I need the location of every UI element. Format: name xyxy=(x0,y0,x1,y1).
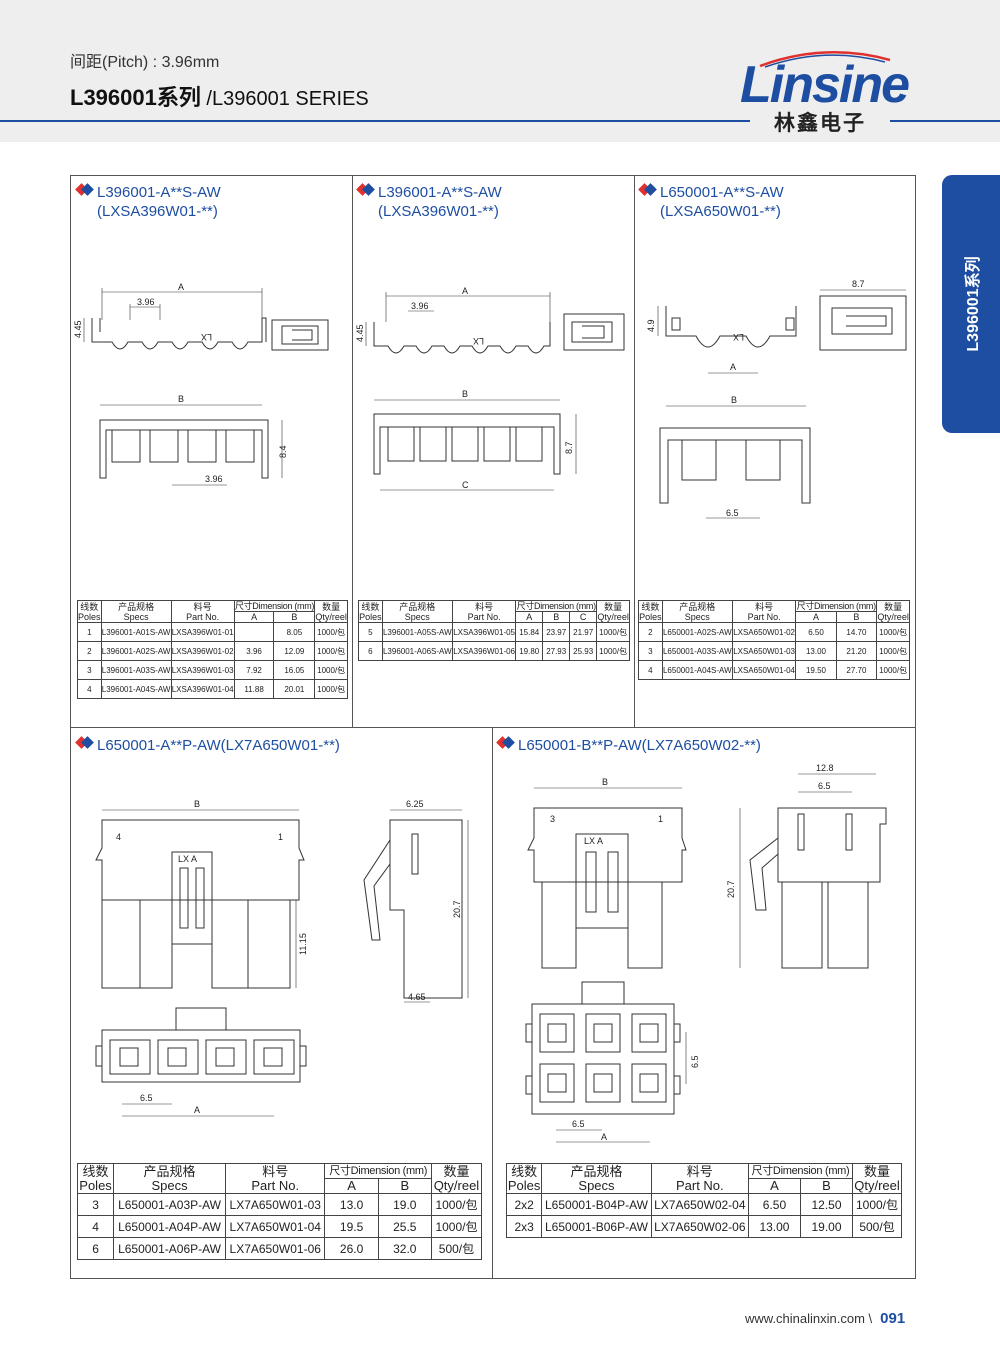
panel2-subtitle: (LXSA396W01-**) xyxy=(378,203,499,220)
p3-dim-b: B xyxy=(731,395,737,405)
p1-dim-a: A xyxy=(178,282,184,292)
p2-mark: LX xyxy=(473,336,484,346)
p1-dim-h1: 4.45 xyxy=(73,320,83,338)
p3-dim-h1: 4.9 xyxy=(646,319,656,332)
p4-dim-sideh: 20.7 xyxy=(452,900,462,918)
p5-dim-pitchv: 6.5 xyxy=(690,1055,700,1068)
series-code: L396001系列 xyxy=(70,85,201,110)
diamond-marker-icon xyxy=(75,183,94,196)
footer-url: www.chinalinxin.com \ xyxy=(745,1311,873,1326)
p2-dim-c: C xyxy=(462,480,469,490)
panel2-title: L396001-A**S-AW (LXSA396W01-**) xyxy=(356,183,502,221)
divider-v2 xyxy=(634,175,635,727)
p1-dim-pitch: 3.96 xyxy=(137,297,155,307)
side-tab-label: L396001系列 xyxy=(965,256,982,352)
p1-dim-bpitch: 3.96 xyxy=(205,474,223,484)
logo-cn: 林鑫电子 xyxy=(774,112,866,135)
series-side-tab: L396001系列 xyxy=(942,175,1000,433)
diamond-marker-icon xyxy=(496,736,515,749)
p4-dim-foot: 4.65 xyxy=(408,992,426,1002)
p3-mark: LX xyxy=(733,332,744,342)
p1-mark: LX xyxy=(201,332,212,342)
diamond-marker-icon xyxy=(356,183,375,196)
panel3-title: L650001-A**S-AW (LXSA650W01-**) xyxy=(638,183,784,221)
p3-dim-pitch: 6.5 xyxy=(726,508,739,518)
p2-dim-h2: 8.7 xyxy=(564,441,574,454)
p5-pin-right: 1 xyxy=(658,814,663,824)
p2-dim-pitch: 3.96 xyxy=(411,301,429,311)
p5-dim-b: B xyxy=(602,777,608,787)
divider-v3 xyxy=(492,727,493,1279)
panel2-drawing: A 3.96 4.45 LX B C 8.7 xyxy=(355,286,632,502)
brand-logo: Linsine 林鑫电子 xyxy=(740,55,920,135)
logo-swoosh-icon xyxy=(759,51,891,68)
p5-dim-w1: 12.8 xyxy=(816,764,834,773)
p4-dim-h: 11.15 xyxy=(298,933,308,955)
series-suffix: /L396001 SERIES xyxy=(200,88,369,110)
panel1-drawing: A 3.96 4.45 LX B 8.4 3.96 xyxy=(73,282,350,500)
p4-dim-pitch: 6.5 xyxy=(140,1093,153,1103)
panel5-title: L650001-B**P-AW(LX7A650W02-**) xyxy=(496,736,761,755)
p3-dim-a: A xyxy=(730,362,736,372)
p5-pin-left: 3 xyxy=(550,814,555,824)
p5-dim-w2: 6.5 xyxy=(818,781,831,791)
p3-dim-w: 8.7 xyxy=(852,279,865,289)
diamond-marker-icon xyxy=(638,183,657,196)
panel4-title: L650001-A**P-AW(LX7A650W01-**) xyxy=(75,736,340,755)
panel3-subtitle: (LXSA650W01-**) xyxy=(660,203,781,220)
p2-dim-h1: 4.45 xyxy=(355,324,365,342)
p2-dim-a: A xyxy=(462,286,468,296)
diamond-marker-icon xyxy=(75,736,94,749)
p5-dim-a: A xyxy=(601,1132,607,1142)
p4-dim-sidew: 6.25 xyxy=(406,799,424,809)
panel4-drawing: B 4 1 LX A 11.15 6.25 20.7 4.65 6.5 A xyxy=(74,799,488,1130)
p4-pin-right: 1 xyxy=(278,832,283,842)
panel1-title: L396001-A**S-AW (LXSA396W01-**) xyxy=(75,183,221,221)
p4-dim-a: A xyxy=(194,1105,200,1115)
p4-pin-left: 4 xyxy=(116,832,121,842)
divider-h xyxy=(70,727,916,728)
p5-mark: LX A xyxy=(584,836,603,846)
panel3-drawing: 4.9 LX A 8.7 B 6.5 xyxy=(646,279,914,528)
panel5-drawing: B 3 1 LX A 12.8 6.5 20.7 6.5 6.5 A xyxy=(496,764,912,1144)
logo-text: Linsine xyxy=(740,56,910,114)
p1-dim-h2: 8.4 xyxy=(278,445,288,458)
page-number: 091 xyxy=(880,1310,906,1327)
divider-v1 xyxy=(352,175,353,727)
header-rule-right xyxy=(890,120,1000,122)
p4-dim-b: B xyxy=(194,799,200,809)
p1-dim-b: B xyxy=(178,394,184,404)
panel1-subtitle: (LXSA396W01-**) xyxy=(97,203,218,220)
p5-dim-sideh: 20.7 xyxy=(726,880,736,898)
p5-dim-pitchh: 6.5 xyxy=(572,1119,585,1129)
page-footer: www.chinalinxin.com \ 091 xyxy=(745,1310,905,1327)
pitch-label: 间距(Pitch) : 3.96mm xyxy=(70,54,220,71)
page-header: 间距(Pitch) : 3.96mm L396001系列 /L396001 SE… xyxy=(0,0,1000,142)
p4-mark: LX A xyxy=(178,854,197,864)
header-rule-left xyxy=(0,120,750,122)
p2-dim-b: B xyxy=(462,389,468,399)
series-title: L396001系列 /L396001 SERIES xyxy=(70,80,369,112)
